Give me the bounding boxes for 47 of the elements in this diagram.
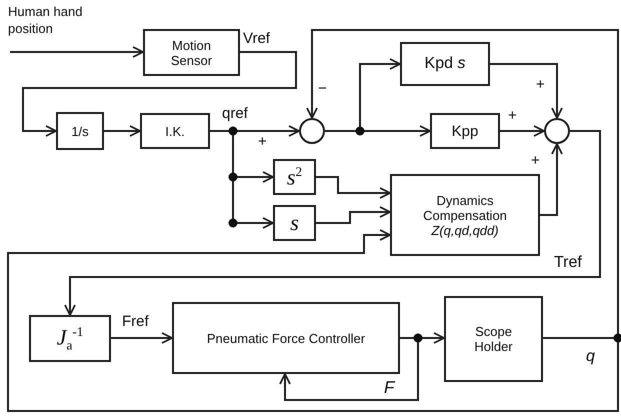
block-label: Pneumatic Force Controller bbox=[206, 330, 366, 346]
block-label: Z(q,qd,qdd) bbox=[431, 222, 499, 238]
summing-junction bbox=[299, 118, 325, 144]
block-box bbox=[140, 113, 210, 149]
signal-arrow bbox=[316, 206, 391, 224]
signal-arrow bbox=[490, 63, 563, 119]
sign-label: + bbox=[531, 152, 540, 169]
block-label: Dynamics Compensation bbox=[422, 192, 508, 222]
block-box bbox=[29, 315, 111, 362]
signal-label: Fref bbox=[122, 313, 149, 330]
block-box bbox=[400, 42, 490, 86]
block-box bbox=[56, 112, 104, 150]
block-box bbox=[444, 296, 543, 382]
block-box bbox=[390, 174, 540, 256]
block-label: s$^{2}$ bbox=[286, 164, 302, 190]
block-label: 1/s bbox=[71, 124, 89, 138]
summing-junction bbox=[544, 118, 570, 144]
signal-label: Vref bbox=[243, 30, 270, 47]
signal-arrow bbox=[104, 125, 141, 137]
signal-arrow bbox=[7, 229, 619, 412]
block-label: Kpp bbox=[452, 122, 478, 140]
signal-arrow bbox=[22, 51, 297, 137]
signal-arrow bbox=[111, 332, 173, 344]
block-label: Kpd s bbox=[424, 55, 466, 73]
sign-label: + bbox=[258, 133, 267, 150]
signal-arrow bbox=[64, 130, 601, 316]
block-box bbox=[273, 159, 316, 195]
signal-arrow bbox=[10, 46, 144, 58]
block-box bbox=[172, 302, 400, 374]
signal-label: q bbox=[586, 348, 595, 366]
input-label: Human hand position bbox=[8, 4, 84, 38]
block-box bbox=[143, 29, 240, 76]
signal-arrow bbox=[316, 176, 391, 199]
sign-label: + bbox=[508, 107, 517, 124]
block-box bbox=[273, 205, 316, 241]
signal-label: Tref bbox=[554, 254, 582, 272]
signal-arrow bbox=[540, 143, 563, 216]
sign-label: − bbox=[318, 80, 327, 97]
block-box bbox=[430, 113, 500, 149]
block-label: s bbox=[290, 210, 299, 236]
signal-label: qref bbox=[222, 105, 248, 122]
block-label: Scope Holder bbox=[473, 324, 514, 354]
signal-label: F bbox=[384, 378, 394, 398]
sign-label: + bbox=[536, 76, 545, 93]
block-label: I.K. bbox=[165, 124, 185, 138]
block-label: Motion Sensor bbox=[170, 38, 214, 68]
signal-arrow bbox=[500, 125, 545, 137]
